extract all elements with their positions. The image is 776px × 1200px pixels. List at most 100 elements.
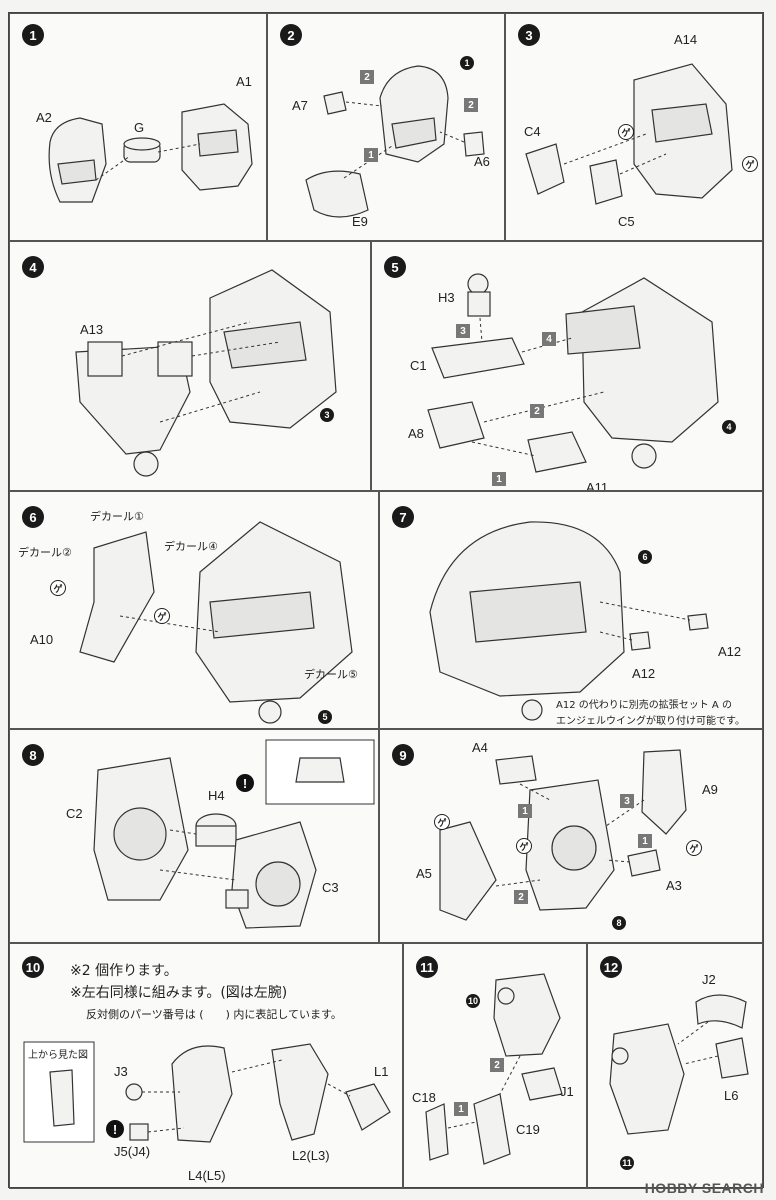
manual-page: 1 A2 G A1 2 1 A7 A6 E9 2 2 1 xyxy=(8,12,764,1189)
part-label-a9: A9 xyxy=(702,782,718,797)
order-marker: 3 xyxy=(620,794,634,808)
step-9-panel: 9 8 A4 A9 A5 A3 1 3 1 2 ゲ ゲ ゲ xyxy=(379,729,763,943)
subassembly-ref-badge: 3 xyxy=(320,408,334,422)
step-11-panel: 11 10 C18 C19 J1 2 1 xyxy=(403,943,587,1189)
part-label-c2: C2 xyxy=(66,806,83,821)
subassembly-ref-badge: 1 xyxy=(460,56,474,70)
part-label-a3: A3 xyxy=(666,878,682,893)
step-8-panel: 8 C2 H4 C3 ! xyxy=(9,729,379,943)
step-7-illustration xyxy=(429,521,709,721)
part-label-a1: A1 xyxy=(236,74,252,89)
part-label-a4: A4 xyxy=(472,740,488,755)
part-label-l1: L1 xyxy=(374,1064,389,1079)
step-number-badge: 5 xyxy=(384,256,406,278)
part-label-l4: L4(L5) xyxy=(188,1168,226,1183)
step-3-panel: 3 A14 C4 C5 ゲ ゲ xyxy=(505,13,763,241)
caution-icon: ! xyxy=(106,1120,124,1138)
top-view-caption: 上から見た図 xyxy=(28,1050,88,1061)
part-label-a2: A2 xyxy=(36,110,52,125)
glue-icon: ゲ xyxy=(742,156,758,172)
subassembly-ref-badge: 5 xyxy=(318,710,332,724)
subassembly-ref-badge: 4 xyxy=(722,420,736,434)
step-7-panel: 7 6 A12 A12 A12 の代わりに別売の拡張セット A の エンジェルウ… xyxy=(379,491,763,729)
subassembly-ref-badge: 6 xyxy=(638,550,652,564)
caution-icon: ! xyxy=(236,774,254,792)
step-4-panel: 4 3 A13 xyxy=(9,241,371,491)
order-marker: 3 xyxy=(456,324,470,338)
part-label-l2: L2(L3) xyxy=(292,1148,330,1163)
part-label-j2: J2 xyxy=(702,972,716,987)
step-12-illustration xyxy=(609,994,749,1135)
step-number-badge: 2 xyxy=(280,24,302,46)
instruction-line-3: 反対側のパーツ番号は ( ) 内に表記しています。 xyxy=(86,1008,342,1021)
part-label-h4: H4 xyxy=(208,788,225,803)
order-marker: 1 xyxy=(454,1102,468,1116)
part-label-a10: A10 xyxy=(30,632,54,647)
step-3-illustration xyxy=(525,63,733,205)
part-label-a12: A12 xyxy=(632,666,656,681)
decal-label-5: デカール⑤ xyxy=(304,668,358,681)
option-note-line: エンジェルウイングが取り付け可能です。 xyxy=(556,716,745,727)
part-label-h3: H3 xyxy=(438,290,455,305)
part-label-c19: C19 xyxy=(516,1122,540,1137)
part-label-a8: A8 xyxy=(408,426,424,441)
part-label-j5: J5(J4) xyxy=(114,1144,151,1159)
order-marker: 2 xyxy=(514,890,528,904)
order-marker: 2 xyxy=(490,1058,504,1072)
step-5-illustration xyxy=(427,273,719,473)
step-number-badge: 8 xyxy=(22,744,44,766)
part-label-c4: C4 xyxy=(524,124,541,139)
order-marker: 2 xyxy=(360,70,374,84)
step-number-badge: 1 xyxy=(22,24,44,46)
step-10-panel: 10 ※2 個作ります。 ※左右同様に組みます。(図は左腕) 反対側のパーツ番号… xyxy=(9,943,403,1189)
order-marker: 2 xyxy=(530,404,544,418)
part-label-a14: A14 xyxy=(674,32,698,47)
part-label-g: G xyxy=(134,120,145,135)
step-number-badge: 3 xyxy=(518,24,540,46)
glue-icon: ゲ xyxy=(154,608,170,624)
decal-label-1: デカール① xyxy=(90,510,144,523)
part-label-e9: E9 xyxy=(352,214,368,229)
decal-label-4: デカール④ xyxy=(164,540,218,553)
order-marker: 1 xyxy=(638,834,652,848)
step-4-illustration xyxy=(75,269,337,477)
part-label-a12: A12 xyxy=(718,644,742,659)
glue-icon: ゲ xyxy=(434,814,450,830)
instruction-line-2: ※左右同様に組みます。(図は左腕) xyxy=(70,985,288,1001)
step-9-illustration xyxy=(439,749,687,921)
step-number-badge: 9 xyxy=(392,744,414,766)
subassembly-ref-badge: 10 xyxy=(466,994,480,1008)
step-6-panel: 6 5 デカール① デカール② デカール④ デカール⑤ A10 ゲ ゲ xyxy=(9,491,379,729)
step-1-illustration xyxy=(48,103,253,203)
part-label-a6: A6 xyxy=(474,154,490,169)
step-number-badge: 4 xyxy=(22,256,44,278)
part-label-a7: A7 xyxy=(292,98,308,113)
order-marker: 1 xyxy=(364,148,378,162)
option-note-line: A12 の代わりに別売の拡張セット A の xyxy=(556,700,732,711)
glue-icon: ゲ xyxy=(50,580,66,596)
order-marker: 1 xyxy=(492,472,506,486)
step-number-badge: 6 xyxy=(22,506,44,528)
step-number-badge: 12 xyxy=(600,956,622,978)
part-label-j3: J3 xyxy=(114,1064,128,1079)
step-number-badge: 10 xyxy=(22,956,44,978)
step-1-panel: 1 A2 G A1 xyxy=(9,13,267,241)
order-marker: 2 xyxy=(464,98,478,112)
subassembly-ref-badge: 11 xyxy=(620,1156,634,1170)
part-label-c3: C3 xyxy=(322,880,339,895)
step-11-illustration xyxy=(425,973,563,1165)
glue-icon: ゲ xyxy=(516,838,532,854)
part-label-a13: A13 xyxy=(80,322,104,337)
step-6-illustration xyxy=(79,521,353,724)
step-number-badge: 7 xyxy=(392,506,414,528)
step-2-illustration xyxy=(305,65,485,218)
part-label-c5: C5 xyxy=(618,214,635,229)
step-5-panel: 5 4 H3 C1 A8 A11 3 4 2 1 xyxy=(371,241,763,491)
step-12-panel: 12 11 J2 L6 xyxy=(587,943,763,1189)
part-label-l6: L6 xyxy=(724,1088,739,1103)
glue-icon: ゲ xyxy=(618,124,634,140)
decal-label-2: デカール② xyxy=(18,546,72,559)
glue-icon: ゲ xyxy=(686,840,702,856)
step-2-panel: 2 1 A7 A6 E9 2 2 1 xyxy=(267,13,505,241)
instruction-line-1: ※2 個作ります。 xyxy=(70,963,178,979)
